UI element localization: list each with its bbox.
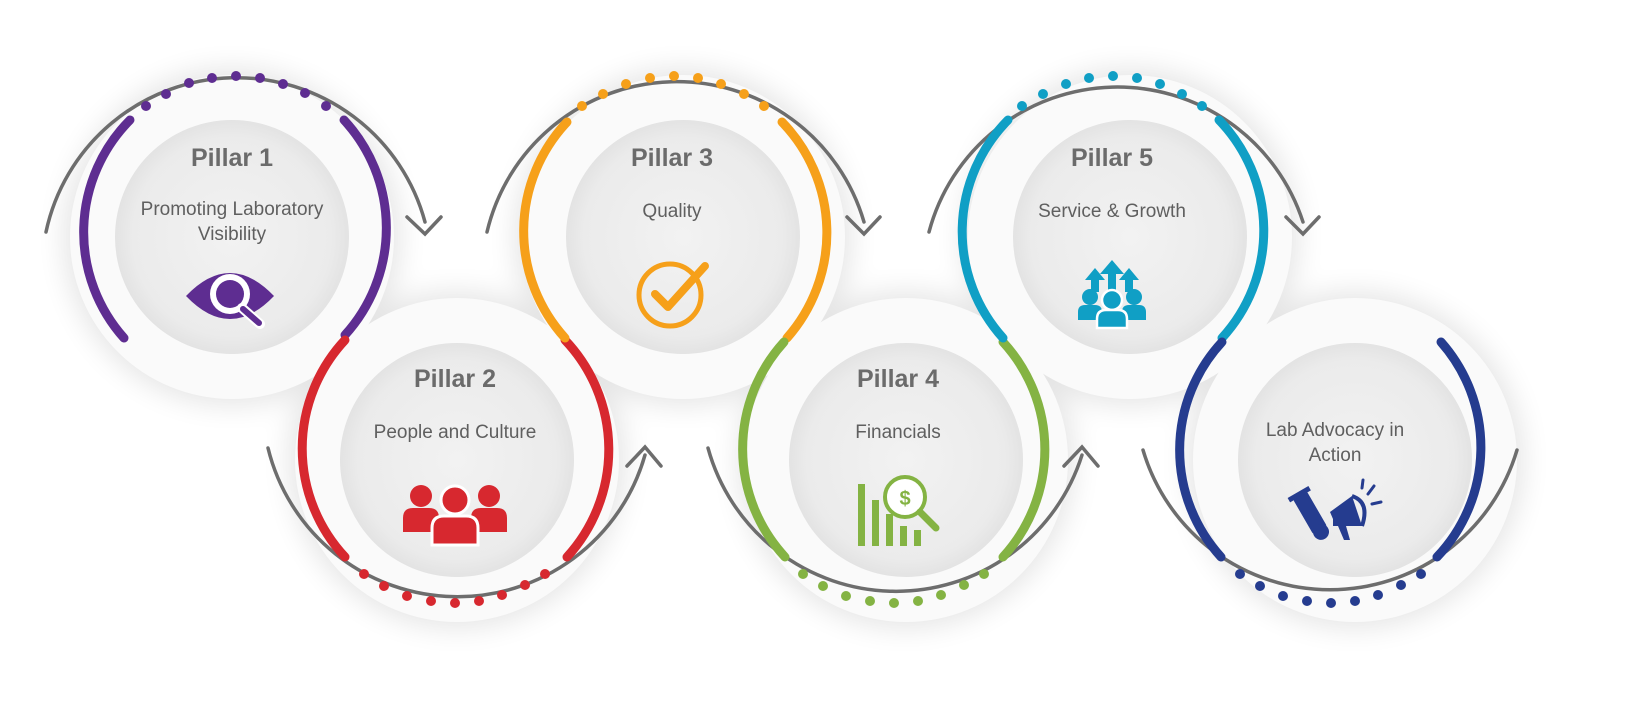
disc-pillar-6	[1238, 343, 1472, 577]
ring-pillar-1-right	[339, 115, 391, 340]
ring-pillar-3-left	[519, 117, 572, 343]
arrow-arc-4	[706, 446, 1084, 594]
arrow-arc-5	[927, 85, 1305, 234]
pillar-6-label: Lab Advocacy in Action	[1205, 418, 1465, 468]
ring-pillar-4-right	[998, 337, 1050, 562]
ring-pillar-3-right	[777, 117, 832, 343]
pillar-4-label: Pillar 4 Financials	[768, 365, 1028, 445]
pillar-3-label: Pillar 3 Quality	[542, 144, 802, 224]
arrow-head-4	[1062, 444, 1100, 468]
ring-pillar-5-left	[957, 115, 1013, 343]
arrow-arc-6	[1141, 448, 1519, 592]
pillar-subtitle: Quality	[642, 201, 702, 222]
disc-pillar-5	[1013, 120, 1247, 354]
arrow-head-3	[845, 215, 882, 237]
disc-pillar-4	[789, 343, 1023, 577]
dotted-arc-3	[577, 71, 769, 111]
pillar-title: Pillar 4	[857, 365, 939, 393]
ring-pillar-5-right	[1214, 115, 1269, 343]
arrow-head-5	[1284, 215, 1321, 237]
advocacy-megaphone-icon	[1287, 478, 1383, 540]
pillar-title: Pillar 5	[1071, 144, 1153, 172]
svg-text:$: $	[899, 488, 910, 510]
pillar-title: Pillar 2	[414, 365, 496, 393]
arrow-head-2	[625, 444, 663, 468]
arrow-arc-2	[266, 446, 647, 599]
pillar-subtitle: Promoting Laboratory Visibility	[140, 199, 324, 245]
dotted-arc-6	[1235, 569, 1426, 608]
arrow-arc-3	[485, 79, 866, 234]
arrow-head-1	[405, 215, 443, 237]
eye-search-icon	[186, 273, 274, 329]
dotted-arc-5	[1017, 71, 1207, 111]
dotted-arc-2	[359, 569, 550, 608]
dotted-arc-4	[798, 569, 989, 608]
disc-pillar-3	[566, 120, 800, 354]
pillar-5-label: Pillar 5 Service & Growth	[982, 144, 1242, 224]
pillar-title: Pillar 3	[631, 144, 713, 172]
people-group-icon	[403, 484, 507, 547]
pillar-title: Pillar 1	[191, 144, 273, 172]
disc-pillar-1	[115, 120, 349, 354]
inner-discs	[115, 120, 1472, 577]
dotted-arc-1	[141, 71, 331, 111]
ring-pillar-6-right	[1432, 337, 1486, 562]
ring-pillar-4-left	[738, 337, 790, 562]
ring-pillar-6-left	[1175, 337, 1227, 562]
check-circle-icon	[636, 261, 709, 329]
financial-chart-icon: $	[858, 475, 940, 546]
pillar-subtitle: Service & Growth	[1038, 201, 1186, 222]
pillar-1-label: Pillar 1 Promoting Laboratory Visibility	[102, 144, 362, 247]
pillar-subtitle: People and Culture	[373, 422, 537, 443]
disc-pillar-2	[340, 343, 574, 577]
ring-pillar-2-left	[297, 335, 350, 562]
ring-pillar-2-right	[560, 335, 614, 562]
ring-pillar-1-left	[79, 115, 135, 343]
pillar-subtitle: Lab Advocacy in Action	[1265, 420, 1405, 466]
team-growth-icon	[1078, 260, 1146, 330]
pillar-2-label: Pillar 2 People and Culture	[325, 365, 585, 445]
pillar-subtitle: Financials	[855, 422, 941, 443]
